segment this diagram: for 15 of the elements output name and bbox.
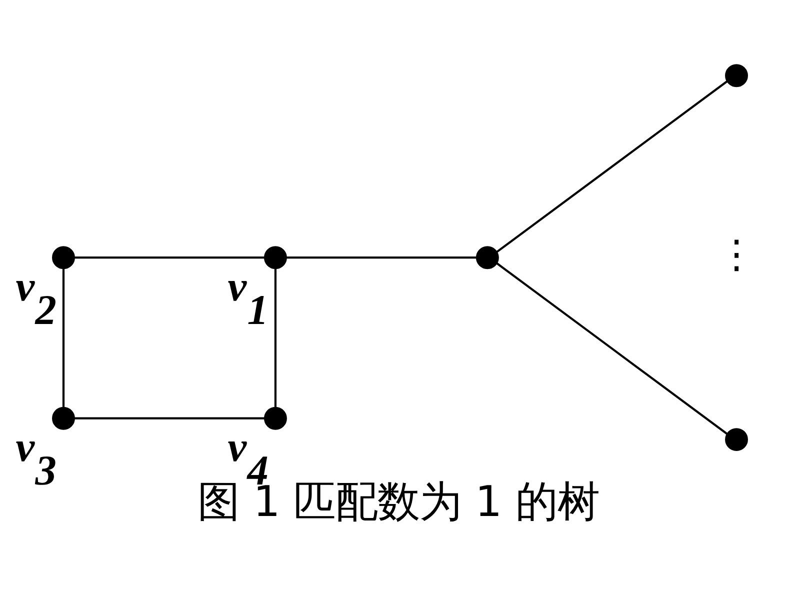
node-circle bbox=[725, 64, 748, 88]
node-circle bbox=[725, 428, 748, 452]
connector bbox=[74, 256, 265, 259]
connector bbox=[274, 268, 277, 408]
connector bbox=[74, 417, 265, 420]
node-circle bbox=[264, 406, 287, 430]
connector bbox=[496, 262, 728, 435]
label: ⋮ bbox=[717, 232, 756, 278]
connector bbox=[62, 268, 65, 408]
node-circle bbox=[52, 406, 75, 430]
node-circle bbox=[264, 246, 287, 270]
connector bbox=[496, 80, 728, 253]
node-circle bbox=[52, 246, 75, 270]
node-circle bbox=[476, 246, 499, 270]
connector bbox=[286, 256, 477, 259]
